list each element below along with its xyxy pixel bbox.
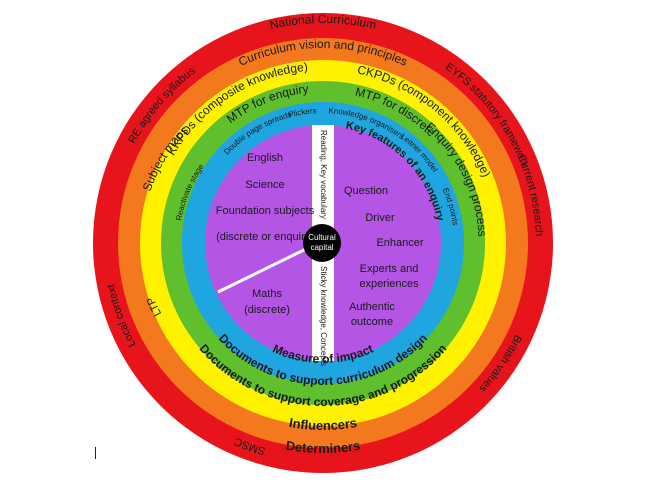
authentic-item: Authentic [349, 301, 395, 313]
foundation-subjects-item: Foundation subjects [216, 205, 315, 217]
reading-vocab-label: Reading, Key vocabulary [319, 130, 328, 219]
experts-item: Experts and [360, 263, 419, 275]
english-item: English [247, 152, 283, 164]
science-item: Science [245, 179, 284, 191]
enhancer-item: Enhancer [376, 237, 423, 249]
determiners-label: Determiners [285, 438, 361, 456]
svg-text:Determiners: Determiners [285, 438, 361, 456]
svg-text:National Curriculum: National Curriculum [268, 12, 377, 32]
capital-label: capital [310, 243, 333, 252]
maths-item: Maths [252, 288, 282, 300]
maths-divider [217, 244, 313, 294]
experiences-item: experiences [359, 278, 419, 290]
influencers-label: Influencers [288, 415, 358, 433]
maths-discrete-item: (discrete) [244, 304, 290, 316]
cultural-label: Cultural [308, 233, 336, 242]
driver-item: Driver [365, 212, 395, 224]
cultural-capital-hub [303, 224, 341, 262]
discrete-enquiry-item: (discrete or enquiry) [216, 231, 314, 243]
text-cursor [95, 447, 96, 459]
national-curriculum-label: National Curriculum [268, 12, 377, 32]
outcome-item: outcome [351, 316, 393, 328]
svg-text:Influencers: Influencers [288, 415, 358, 433]
sticky-knowledge-label: Sticky knowledge, Concepts [319, 266, 328, 366]
question-item: Question [344, 185, 388, 197]
